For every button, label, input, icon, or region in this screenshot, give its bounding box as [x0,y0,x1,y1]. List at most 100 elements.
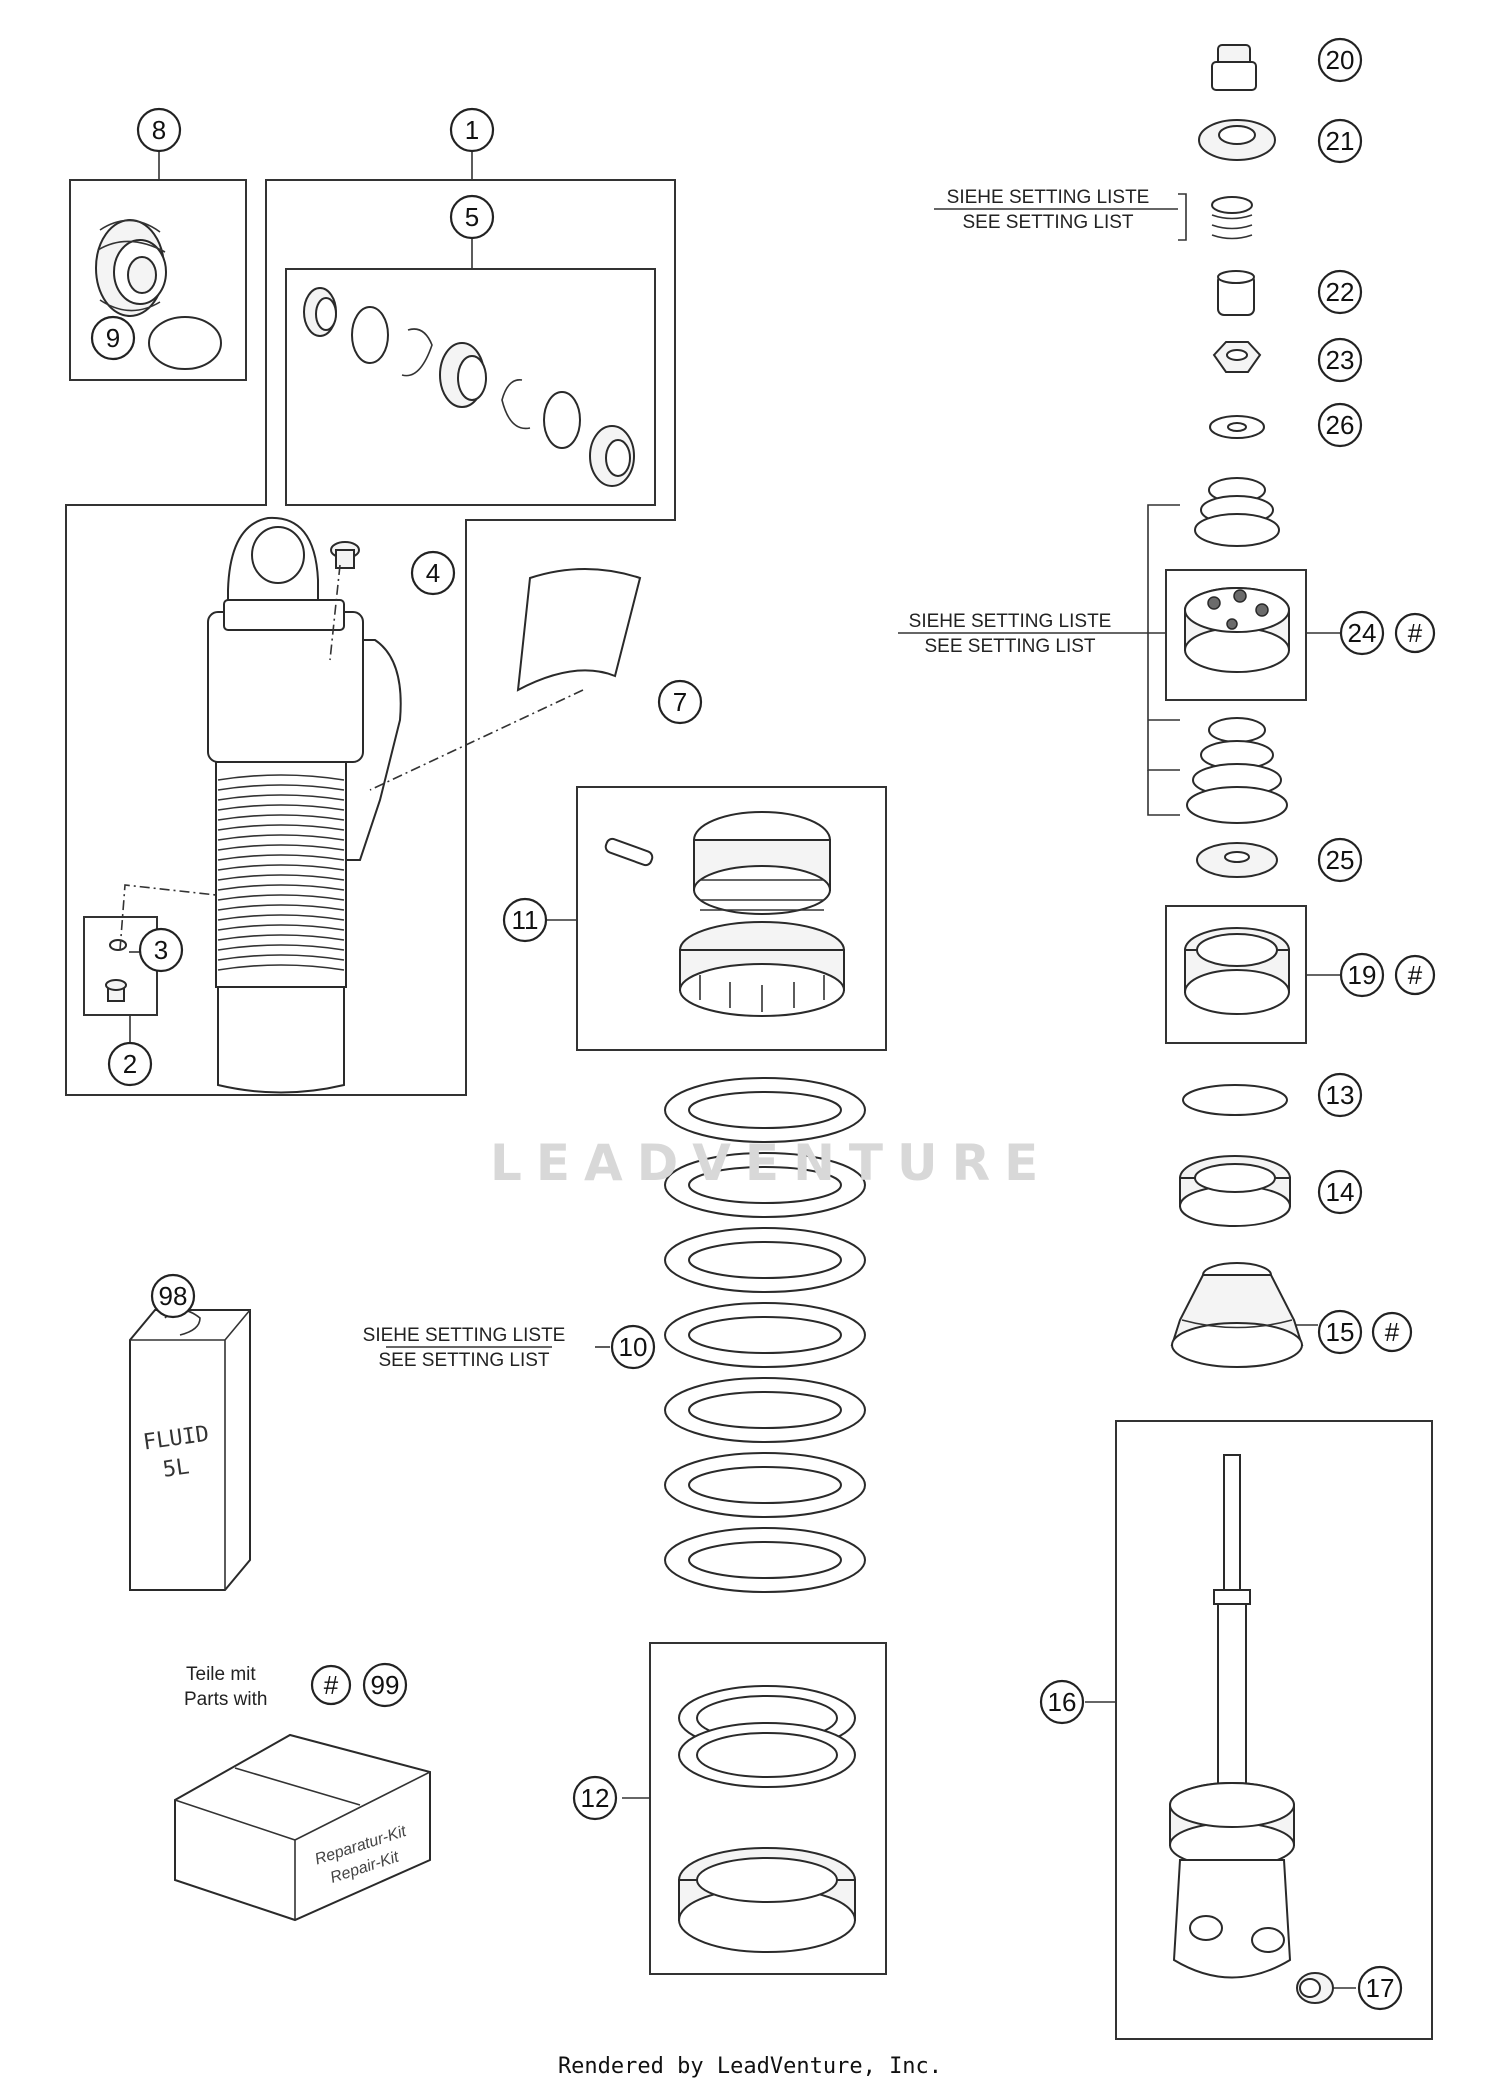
callout-7[interactable]: 7 [657,679,703,725]
callout-20[interactable]: 20 [1317,37,1363,83]
part-11-drawing [604,811,845,1017]
part-10-drawing [664,1077,866,1593]
parts-with-de: Teile mit [186,1664,256,1685]
part-23-drawing [1212,341,1262,373]
callout-22[interactable]: 22 [1317,269,1363,315]
part-26-drawing [1209,415,1265,439]
part-16-drawing [1169,1454,1295,1979]
callout-hash-15[interactable]: # [1371,1311,1413,1353]
svg-text:12: 12 [581,1783,610,1813]
svg-text:99: 99 [371,1670,400,1700]
frame-1 [65,179,676,1096]
frame-8 [69,179,247,381]
parts-with-en: Parts with [184,1689,267,1710]
callout-25[interactable]: 25 [1317,837,1363,883]
svg-text:25: 25 [1326,845,1355,875]
callout-13[interactable]: 13 [1317,1072,1363,1118]
footer-credit: Rendered by LeadVenture, Inc. [558,2054,942,2079]
part-22-drawing [1217,270,1255,316]
svg-text:13: 13 [1326,1080,1355,1110]
callout-hash-24[interactable]: # [1394,612,1436,654]
setting-note-spring-en: SEE SETTING LIST [378,1350,549,1371]
frame-24 [1165,569,1307,701]
callout-hash-19[interactable]: # [1394,954,1436,996]
callout-24[interactable]: 24 [1339,610,1385,656]
callout-99[interactable]: 99 [362,1662,408,1708]
frames [65,179,1433,2040]
setting-note-top-de: SIEHE SETTING LISTE [947,187,1150,208]
part-15-drawing [1170,1262,1304,1368]
part-9-drawing [148,316,222,370]
callout-21[interactable]: 21 [1317,118,1363,164]
part-17-drawing [1296,1972,1334,2004]
setting-note-spring: SIEHE SETTING LISTE SEE SETTING LIST [363,1325,566,1371]
callout-5[interactable]: 5 [449,194,495,240]
callout-9[interactable]: 9 [90,315,136,361]
frame-11 [576,786,887,1051]
dash-lines [119,564,584,951]
svg-text:11: 11 [512,905,539,935]
svg-text:#: # [324,1670,339,1700]
setting-note-spring-de: SIEHE SETTING LISTE [363,1325,566,1346]
part-14-drawing [1179,1155,1291,1227]
frame-5 [285,268,656,506]
shock-body-drawing [105,516,402,1094]
svg-text:24: 24 [1348,618,1377,648]
part-21-drawing [1198,119,1276,161]
callout-19[interactable]: 19 [1339,952,1385,998]
svg-text:#: # [1408,960,1423,990]
svg-text:#: # [1408,618,1423,648]
svg-text:26: 26 [1326,410,1355,440]
svg-text:7: 7 [673,687,687,717]
shim-stack-top-drawing [1194,477,1280,547]
watermark: LEADVENTURE [490,1134,1052,1192]
svg-text:9: 9 [106,323,120,353]
svg-text:10: 10 [619,1332,648,1362]
fluid-can-drawing: FLUID 5L [129,1309,251,1591]
callout-10[interactable]: 10 [610,1324,656,1370]
svg-text:15: 15 [1326,1317,1355,1347]
part-20-drawing [1211,44,1257,91]
svg-text:4: 4 [426,558,440,588]
callout-2[interactable]: 2 [107,1041,153,1087]
svg-text:22: 22 [1326,277,1355,307]
callout-14[interactable]: 14 [1317,1169,1363,1215]
svg-text:17: 17 [1366,1973,1395,2003]
svg-text:98: 98 [159,1281,188,1311]
callout-15[interactable]: 15 [1317,1309,1363,1355]
setting-note-top-en: SEE SETTING LIST [962,212,1133,233]
part-24-drawing [1184,587,1290,673]
svg-text:16: 16 [1048,1687,1077,1717]
svg-text:2: 2 [123,1049,137,1079]
callout-3[interactable]: 3 [138,927,184,973]
callout-12[interactable]: 12 [572,1775,618,1821]
repair-kit-drawing: Reparatur-Kit Repair-Kit [174,1733,431,1922]
callout-16[interactable]: 16 [1039,1679,1085,1725]
callout-26[interactable]: 26 [1317,402,1363,448]
part-12-drawing [678,1685,856,1953]
callout-8[interactable]: 8 [136,107,182,153]
callout-4[interactable]: 4 [410,550,456,596]
callout-1[interactable]: 1 [449,107,495,153]
svg-text:14: 14 [1326,1177,1355,1207]
callout-98[interactable]: 98 [150,1273,196,1319]
setting-note-mid-de: SIEHE SETTING LISTE [909,611,1112,632]
callout-17[interactable]: 17 [1357,1965,1403,2011]
shim-stack-bottom-drawing [1186,717,1288,824]
part-8-drawing [95,219,167,317]
svg-text:19: 19 [1348,960,1377,990]
svg-text:#: # [1385,1317,1400,1347]
callout-hash-kit[interactable]: # [310,1664,352,1706]
callout-11[interactable]: 11 [502,897,548,943]
svg-text:3: 3 [154,935,168,965]
part-25-drawing [1196,842,1278,878]
callout-23[interactable]: 23 [1317,337,1363,383]
svg-text:5: 5 [465,202,479,232]
setting-note-top: SIEHE SETTING LISTE SEE SETTING LIST [947,187,1150,233]
fluid-volume: 5L [161,1454,191,1482]
setting-shim-top-drawing [1211,196,1253,240]
svg-text:8: 8 [152,115,166,145]
svg-text:21: 21 [1326,126,1355,156]
part-7-drawing [516,568,642,692]
